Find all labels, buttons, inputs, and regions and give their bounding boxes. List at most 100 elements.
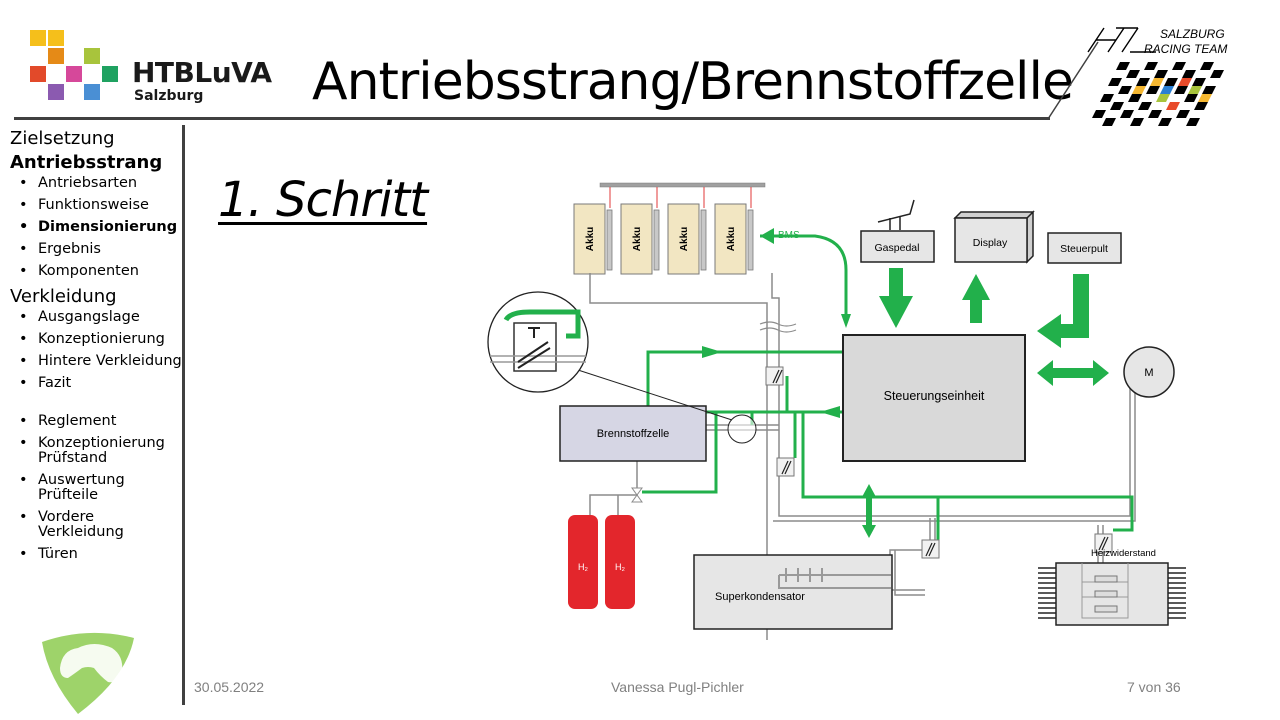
control-unit-label: Steuerungseinheit [884,389,985,403]
battery-pack: Akku Akku Akku Akku [573,187,754,275]
agenda-item-dimensionierung[interactable]: Dimensionierung [10,220,182,236]
agenda-item-ergebnis[interactable]: Ergebnis [10,242,182,258]
mascot-logo [42,632,134,714]
agenda-item-fazit[interactable]: Fazit [10,376,182,392]
checker-cell [1182,70,1196,78]
checker-cell [1176,110,1190,118]
supercap-label: Superkondensator [715,591,805,603]
battery-cell: Akku [714,187,754,275]
battery-label: Akku [632,227,643,251]
checker-cell [1154,70,1168,78]
checker-cell [1210,70,1224,78]
footer-page-number: 7 von 36 [1127,679,1181,695]
footer-author: Vanessa Pugl-Pichler [611,679,744,695]
checker-cell [1174,86,1188,94]
agenda-item-ausgangslage[interactable]: Ausgangslage [10,310,182,326]
checker-cell [1146,86,1160,94]
down-arrow-icon [879,268,913,328]
h2-label: H₂ [615,562,625,572]
checker-cell [1136,78,1150,86]
battery-busbar [599,182,766,188]
agenda-item-funktionsweise[interactable]: Funktionsweise [10,198,182,214]
checker-cell [1200,62,1214,70]
steuerpult-block: Steuerpult [1047,232,1122,264]
checker-cell [1132,86,1146,94]
logo-square [30,66,46,82]
fuel-cell-label: Brennstoffzelle [597,428,670,440]
switch-detail-marker [727,414,757,444]
motor-label: M [1144,367,1153,379]
logo-square [30,30,46,46]
steuerpult-label: Steuerpult [1060,243,1108,255]
logo-square [48,84,64,100]
h2-tank: H₂ [605,515,635,609]
display-label: Display [973,237,1008,249]
agenda-item-konzeptionierung-pruefstand[interactable]: Konzeptionierung Prüfstand [10,436,182,466]
switch-zoom-callout [487,291,589,393]
checker-cell [1126,70,1140,78]
racing-logo-line2: RACING TEAM [1144,42,1227,56]
logo-square [66,66,82,82]
checker-cell [1110,102,1124,110]
slide-title: Antriebsstrang/Brennstoffzelle [312,52,1074,112]
step-heading: 1. Schritt [218,172,428,228]
agenda-item-tueren[interactable]: Türen [10,547,182,563]
checkered-flag-icon [1092,62,1224,126]
logo-square [102,66,118,82]
gaspedal-block: Gaspedal [860,199,935,263]
battery-label: Akku [679,227,690,251]
gaspedal-label: Gaspedal [875,242,920,254]
checker-cell [1156,94,1170,102]
checker-cell [1150,78,1164,86]
battery-cell: Akku [573,187,613,275]
checker-cell [1188,86,1202,94]
battery-cell: Akku [667,187,707,275]
checker-cell [1184,94,1198,102]
agenda-item-komponenten[interactable]: Komponenten [10,264,182,280]
agenda-section-zielsetzung[interactable]: Zielsetzung [10,128,115,149]
logo-square [84,84,100,100]
footer-date: 30.05.2022 [194,679,265,695]
checker-cell [1116,62,1130,70]
checker-cell [1164,78,1178,86]
checker-cell [1144,62,1158,70]
htl-initials-icon [1087,27,1156,53]
checker-cell [1100,94,1114,102]
bms-arrow-icon [760,228,774,244]
bent-arrow-icon [1037,274,1089,348]
agenda-item-vordere-verkleidung[interactable]: Vordere Verkleidung [10,510,182,540]
checker-cell [1198,94,1212,102]
checker-cell [1158,118,1172,126]
agenda-item-hintere-verkleidung[interactable]: Hintere Verkleidung [10,354,182,370]
checker-cell [1148,110,1162,118]
agenda-item-konzeptionierung[interactable]: Konzeptionierung [10,332,182,348]
logo-name: HTBLuVA [132,56,272,89]
motor-block: M [1123,346,1175,398]
agenda-item-reglement[interactable]: Reglement [10,414,182,430]
break-mark-icon [759,321,797,333]
htbluva-logo [28,28,268,108]
bidirectional-arrow-icon [1037,360,1109,386]
racing-team-logo: SALZBURG RACING TEAM [1087,27,1227,126]
callout-line [577,369,733,421]
agenda-section-antriebsstrang[interactable]: Antriebsstrang [10,152,163,173]
battery-cell: Akku [620,187,660,275]
title-slant-line [1047,41,1099,120]
checker-cell [1108,78,1122,86]
agenda-sidebar: Zielsetzung Antriebsstrang Antriebsarten… [10,128,182,569]
logo-square [48,30,64,46]
logo-square [84,48,100,64]
agenda-item-auswertung-prueftteile[interactable]: Auswertung Prüfteile [10,473,182,503]
agenda-section-verkleidung[interactable]: Verkleidung [10,286,117,307]
checker-cell [1192,78,1206,86]
pedal-icon [877,199,915,230]
capacitor-icon [778,568,891,589]
checker-cell [1166,102,1180,110]
agenda-item-antriebsarten[interactable]: Antriebsarten [10,176,182,192]
battery-label: Akku [585,227,596,251]
fuel-cell-block: Brennstoffzelle [559,405,707,462]
checker-cell [1120,110,1134,118]
h2-tank: H₂ [568,515,598,609]
heater-block: Heizwiderstand [1038,548,1186,626]
heater-label: Heizwiderstand [1091,548,1156,559]
